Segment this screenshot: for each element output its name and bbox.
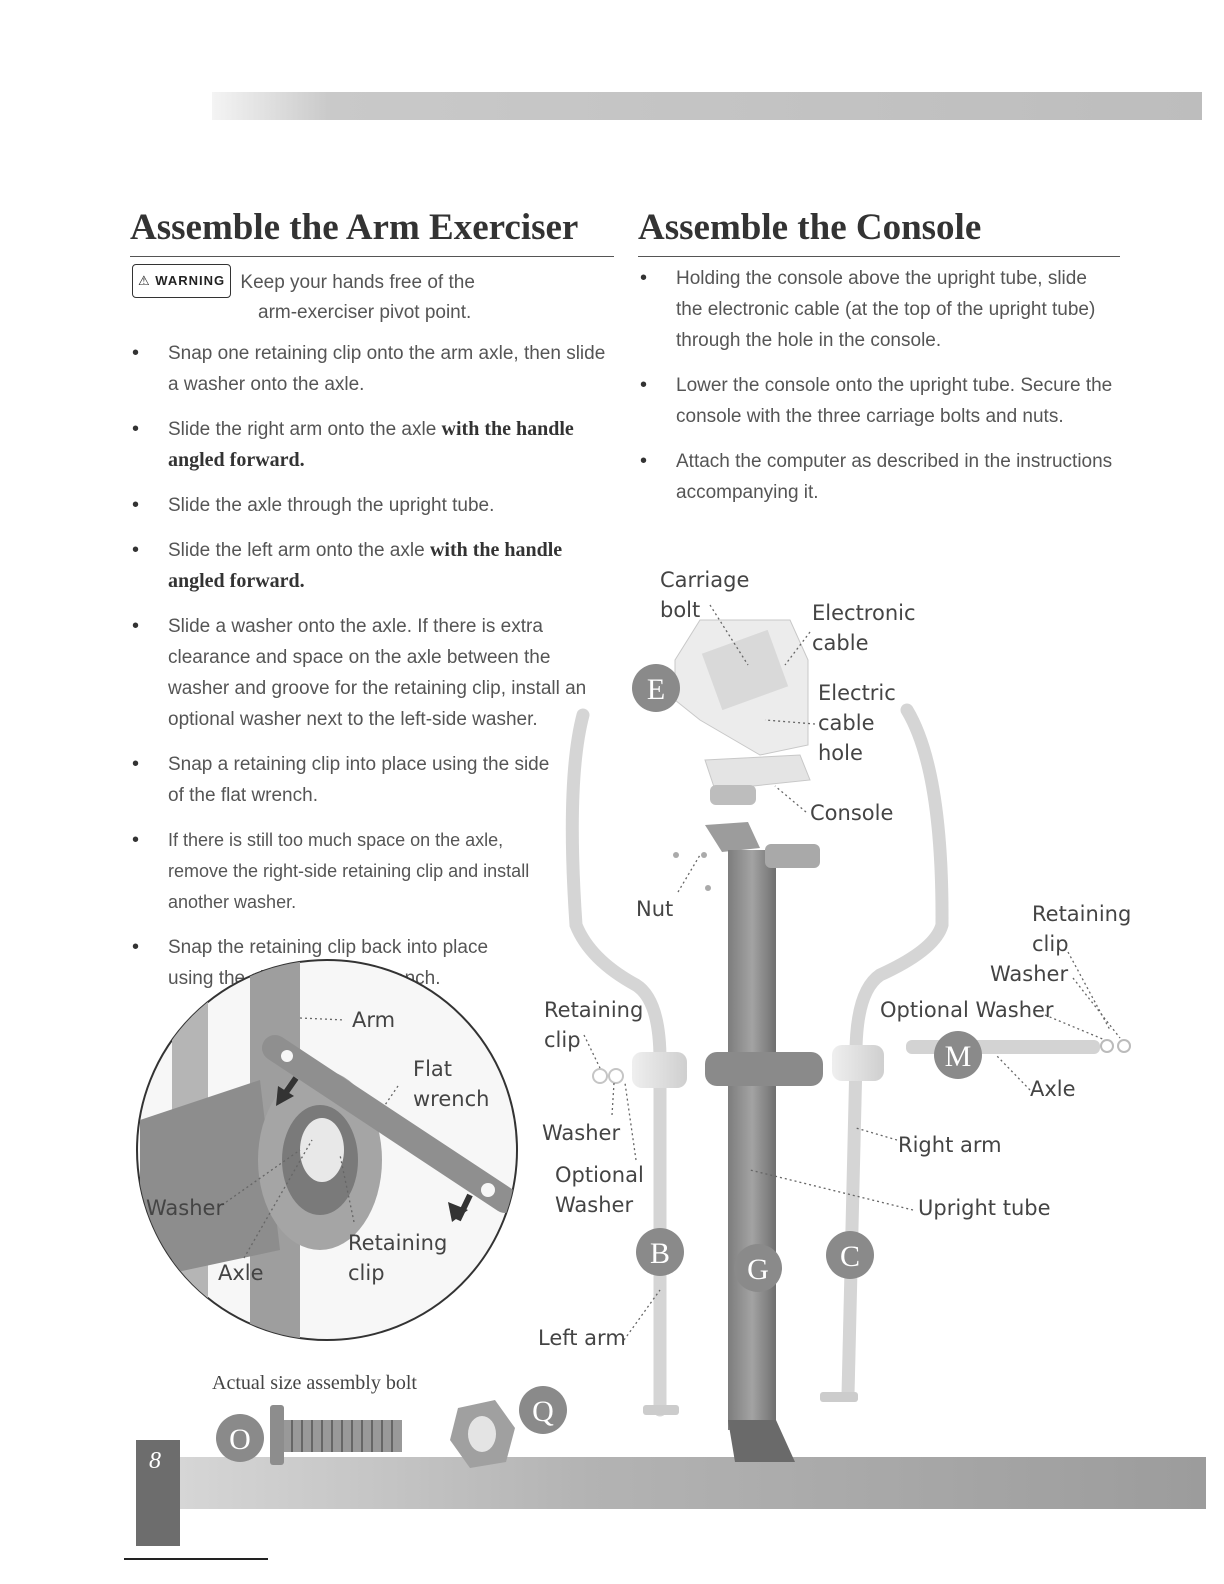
arm-step: Snap one retaining clip onto the arm axl… bbox=[132, 338, 610, 400]
header-band bbox=[212, 92, 1202, 120]
badge-c-letter: C bbox=[840, 1240, 860, 1273]
left-arm-hub bbox=[632, 1052, 687, 1088]
console-steps: Holding the console above the upright tu… bbox=[640, 263, 1116, 522]
warning-line-2: arm-exerciser pivot point. bbox=[258, 302, 472, 323]
washer-ring bbox=[592, 1068, 608, 1084]
title-rule-left bbox=[130, 256, 614, 257]
label-washer-center: Washer bbox=[542, 1121, 621, 1145]
arm-exerciser-steps: Snap one retaining clip onto the arm axl… bbox=[132, 338, 610, 1008]
label-right-arm: Right arm bbox=[898, 1133, 1002, 1157]
badge-m bbox=[934, 1031, 982, 1079]
arm-step: Slide the axle through the upright tube. bbox=[132, 490, 610, 521]
badge-c bbox=[826, 1231, 874, 1279]
inset-label-washer: Washer bbox=[146, 1196, 225, 1220]
warning-badge: ⚠ WARNING bbox=[132, 264, 232, 298]
arm-step: Slide the right arm onto the axle with t… bbox=[132, 414, 610, 476]
upright-tube bbox=[673, 822, 823, 1462]
footer-band bbox=[178, 1457, 1206, 1509]
inset-label-arm: Arm bbox=[352, 1008, 396, 1032]
left-arm-foot bbox=[643, 1405, 679, 1415]
arm-step: Snap a retaining clip into place using t… bbox=[132, 749, 558, 811]
page-number: 8 bbox=[149, 1448, 161, 1474]
badge-b-letter: B bbox=[650, 1237, 670, 1270]
assembly-bolt bbox=[270, 1405, 402, 1465]
console-unit bbox=[674, 619, 811, 805]
arm-step: Slide the left arm onto the axle with th… bbox=[132, 535, 610, 597]
badge-o bbox=[216, 1414, 264, 1462]
right-arm-hub bbox=[832, 1045, 884, 1081]
bottom-rule bbox=[124, 1558, 268, 1560]
badge-g bbox=[734, 1244, 782, 1292]
badge-m-letter: M bbox=[945, 1040, 972, 1073]
badge-e-letter: E bbox=[647, 673, 665, 706]
console-step: Lower the console onto the upright tube.… bbox=[640, 370, 1116, 432]
arm-exerciser-title: Assemble the Arm Exerciser bbox=[130, 207, 579, 248]
leader-lines bbox=[583, 604, 1121, 1341]
label-left-arm: Left arm bbox=[538, 1326, 626, 1350]
label-axle-right: Axle bbox=[1030, 1077, 1076, 1101]
warning-block: ⚠ WARNING Keep your hands free of the ar… bbox=[132, 264, 572, 328]
badge-q bbox=[519, 1386, 567, 1434]
label-washer-right: Washer bbox=[990, 962, 1069, 986]
bolt-caption: Actual size assembly bolt bbox=[212, 1372, 417, 1394]
console-step: Holding the console above the upright tu… bbox=[640, 263, 1116, 356]
badge-q-letter: Q bbox=[532, 1395, 554, 1428]
badge-o-letter: O bbox=[229, 1423, 251, 1456]
right-arm-foot bbox=[820, 1392, 858, 1402]
badge-e bbox=[632, 664, 680, 712]
warning-line-1: Keep your hands free of the bbox=[240, 272, 475, 293]
inset-magnifier bbox=[136, 959, 518, 1341]
label-upright-tube: Upright tube bbox=[918, 1196, 1051, 1220]
washer-ring bbox=[1100, 1039, 1114, 1053]
console-step: Attach the computer as described in the … bbox=[640, 446, 1116, 508]
arm-step: If there is still too much space on the … bbox=[132, 825, 548, 918]
label-optional-washer-right: Optional Washer bbox=[880, 998, 1054, 1022]
label-nut: Nut bbox=[636, 897, 674, 921]
badge-b bbox=[636, 1228, 684, 1276]
washer-ring bbox=[1117, 1039, 1131, 1053]
badge-g-letter: G bbox=[747, 1253, 769, 1286]
label-console: Console bbox=[810, 801, 894, 825]
right-arm bbox=[841, 703, 949, 1402]
arm-step: Slide a washer onto the axle. If there i… bbox=[132, 611, 608, 735]
page-tab bbox=[136, 1440, 180, 1546]
part-badges: E M B G C O Q bbox=[216, 664, 982, 1462]
title-rule-right bbox=[638, 256, 1120, 257]
washer-ring bbox=[608, 1068, 624, 1084]
console-title: Assemble the Console bbox=[638, 207, 982, 248]
inset-label-axle: Axle bbox=[218, 1261, 264, 1285]
left-arm bbox=[565, 708, 667, 1417]
assembly-nut bbox=[450, 1400, 515, 1468]
